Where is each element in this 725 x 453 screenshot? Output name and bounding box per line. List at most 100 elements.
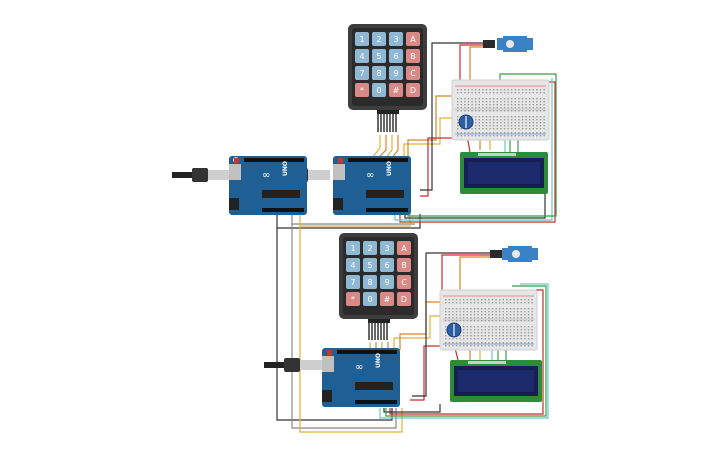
breadboard-hole bbox=[532, 135, 534, 137]
keypad-key[interactable]: 5 bbox=[363, 258, 377, 272]
breadboard-hole bbox=[475, 122, 477, 124]
reset-button[interactable] bbox=[327, 350, 332, 355]
breadboard-hole bbox=[511, 104, 513, 106]
arduino-board-2[interactable]: UNO ∞ bbox=[333, 156, 411, 215]
servo-motor-top[interactable] bbox=[483, 36, 533, 52]
keypad-key-cap[interactable] bbox=[397, 292, 411, 306]
potentiometer-top[interactable] bbox=[458, 114, 474, 130]
keypad-key-cap[interactable] bbox=[397, 258, 411, 272]
keypad-key[interactable]: B bbox=[406, 49, 420, 63]
keypad-key-cap[interactable] bbox=[355, 83, 369, 97]
keypad-key-cap[interactable] bbox=[406, 83, 420, 97]
keypad-key[interactable]: # bbox=[380, 292, 394, 306]
keypad-key-cap[interactable] bbox=[389, 32, 403, 46]
keypad-key[interactable]: 0 bbox=[363, 292, 377, 306]
keypad-key[interactable]: C bbox=[406, 66, 420, 80]
keypad-key[interactable]: A bbox=[406, 32, 420, 46]
keypad-key-cap[interactable] bbox=[389, 66, 403, 80]
breadboard-hole bbox=[481, 326, 483, 328]
keypad-key-cap[interactable] bbox=[380, 275, 394, 289]
keypad-key-cap[interactable] bbox=[363, 241, 377, 255]
breadboard-hole bbox=[455, 320, 458, 322]
breadboard-hole bbox=[539, 116, 542, 118]
keypad-key[interactable]: 3 bbox=[380, 241, 394, 255]
reset-button[interactable] bbox=[338, 158, 343, 163]
keypad-key-cap[interactable] bbox=[389, 83, 403, 97]
breadboard-hole bbox=[485, 122, 488, 124]
breadboard-hole bbox=[448, 302, 450, 304]
keypad-key-cap[interactable] bbox=[406, 66, 420, 80]
keypad-key[interactable]: 9 bbox=[389, 66, 403, 80]
keypad-key[interactable]: 2 bbox=[372, 32, 386, 46]
breadboard-hole bbox=[467, 107, 470, 109]
keypad-key[interactable]: 1 bbox=[346, 241, 360, 255]
keypad-key-cap[interactable] bbox=[355, 49, 369, 63]
keypad-key-cap[interactable] bbox=[406, 32, 420, 46]
breadboard-hole bbox=[503, 132, 506, 134]
keypad-key-cap[interactable] bbox=[346, 292, 360, 306]
keypad-key-cap[interactable] bbox=[346, 241, 360, 255]
keypad-key[interactable]: 8 bbox=[372, 66, 386, 80]
breadboard-hole bbox=[543, 101, 545, 103]
keypad-key-cap[interactable] bbox=[380, 292, 394, 306]
arduino-board-3[interactable]: UNO ∞ bbox=[322, 348, 400, 407]
keypad-key[interactable]: 4 bbox=[355, 49, 369, 63]
keypad-key[interactable]: 6 bbox=[389, 49, 403, 63]
keypad-key[interactable]: 4 bbox=[346, 258, 360, 272]
keypad-key[interactable]: D bbox=[397, 292, 411, 306]
breadboard-hole bbox=[482, 107, 484, 109]
keypad-key-cap[interactable] bbox=[363, 292, 377, 306]
keypad-key-cap[interactable] bbox=[406, 49, 420, 63]
breadboard-top[interactable] bbox=[451, 79, 550, 141]
keypad-key[interactable]: D bbox=[406, 83, 420, 97]
keypad-key-cap[interactable] bbox=[397, 275, 411, 289]
keypad-key[interactable]: A bbox=[397, 241, 411, 255]
keypad-key-cap[interactable] bbox=[372, 83, 386, 97]
keypad-key[interactable]: B bbox=[397, 258, 411, 272]
keypad-key-cap[interactable] bbox=[355, 66, 369, 80]
reset-button[interactable] bbox=[234, 158, 239, 163]
breadboard-hole bbox=[517, 320, 519, 322]
keypad-key[interactable]: 7 bbox=[355, 66, 369, 80]
keypad-key-cap[interactable] bbox=[372, 66, 386, 80]
breadboard-hole bbox=[531, 299, 533, 301]
keypad-key-cap[interactable] bbox=[372, 49, 386, 63]
keypad-key[interactable]: * bbox=[346, 292, 360, 306]
keypad-key[interactable]: 8 bbox=[363, 275, 377, 289]
keypad-key-cap[interactable] bbox=[363, 275, 377, 289]
potentiometer-bottom[interactable] bbox=[446, 322, 462, 338]
keypad-key[interactable]: 5 bbox=[372, 49, 386, 63]
wire-red bbox=[420, 137, 452, 197]
arduino-board-1[interactable]: UNO ∞ bbox=[229, 156, 307, 215]
keypad-key[interactable]: 0 bbox=[372, 83, 386, 97]
breadboard-bottom[interactable] bbox=[439, 289, 538, 351]
keypad-key[interactable]: 1 bbox=[355, 32, 369, 46]
keypad-key-cap[interactable] bbox=[363, 258, 377, 272]
breadboard-hole bbox=[509, 311, 512, 313]
keypad-key[interactable]: 3 bbox=[389, 32, 403, 46]
keypad-key-cap[interactable] bbox=[397, 241, 411, 255]
breadboard-hole bbox=[502, 338, 504, 340]
keypad-key[interactable]: # bbox=[389, 83, 403, 97]
keypad-key-cap[interactable] bbox=[346, 258, 360, 272]
keypad-key[interactable]: 9 bbox=[380, 275, 394, 289]
keypad-key[interactable]: C bbox=[397, 275, 411, 289]
keypad-key-cap[interactable] bbox=[346, 275, 360, 289]
keypad-key[interactable]: 7 bbox=[346, 275, 360, 289]
keypad-key-cap[interactable] bbox=[380, 241, 394, 255]
servo-motor-bottom[interactable] bbox=[490, 246, 538, 262]
keypad-key-cap[interactable] bbox=[355, 32, 369, 46]
keypad-key[interactable]: 2 bbox=[363, 241, 377, 255]
breadboard-hole bbox=[543, 128, 545, 130]
keypad-key-cap[interactable] bbox=[380, 258, 394, 272]
breadboard-hole bbox=[536, 135, 538, 137]
keypad-key[interactable]: 6 bbox=[380, 258, 394, 272]
keypad-key[interactable]: * bbox=[355, 83, 369, 97]
breadboard-hole bbox=[531, 329, 533, 331]
keypad-key-cap[interactable] bbox=[389, 49, 403, 63]
keypad-key-cap[interactable] bbox=[372, 32, 386, 46]
